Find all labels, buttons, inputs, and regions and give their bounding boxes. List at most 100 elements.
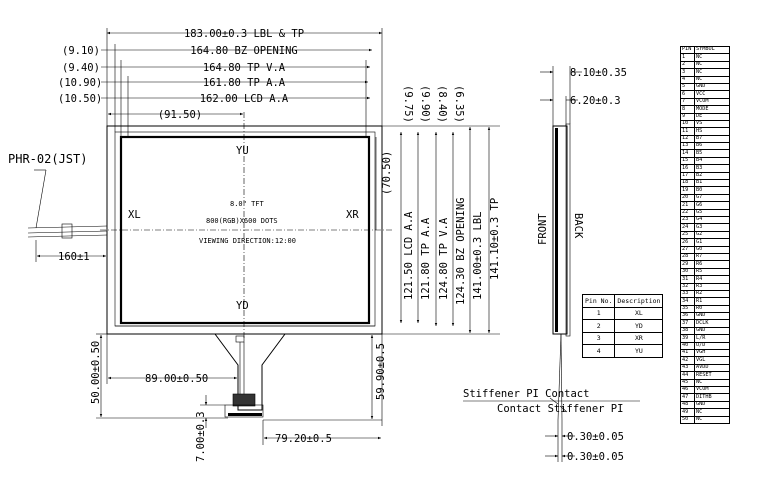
dim-fpc-tail: 7.00±0.3: [195, 411, 207, 462]
pin-number: 9: [680, 112, 695, 121]
pin-number: 45: [680, 378, 695, 387]
pin-number: 31: [680, 275, 695, 284]
pin-number: 19: [680, 186, 695, 195]
pin-symbol: G0: [694, 245, 730, 254]
pin-symbol: B1: [694, 179, 730, 188]
dim-top-lbl-tp: 183.00±0.3 LBL & TP: [184, 28, 304, 40]
dim-ref-635: (6.35): [453, 85, 465, 123]
pin-symbol: B5: [694, 149, 730, 158]
sig-header-desc: Description: [614, 294, 664, 308]
pin-symbol: R6: [694, 260, 730, 269]
dim-lcd-aa: 162.00 LCD A.A: [200, 93, 289, 105]
pin-symbol: R5: [694, 267, 730, 277]
pin-symbol: DCLK: [694, 319, 730, 328]
side-view: 8.10±0.35 6.20±0.3 FRONT BACK Stiffener …: [463, 66, 640, 463]
top-dimensions: 183.00±0.3 LBL & TP (9.10) 164.80 BZ OPE…: [58, 28, 383, 137]
pin-number: 34: [680, 297, 695, 306]
right-dimensions: (9.75) (9.90) (8.40) (6.35) (70.50) 121.…: [375, 85, 501, 335]
pin-symbol: G4: [694, 215, 730, 225]
dim-ref-7050: (70.50): [381, 151, 393, 195]
pin-number: 37: [680, 319, 695, 328]
pin-number: 22: [680, 208, 695, 218]
pin-number: 36: [680, 312, 695, 321]
pin-number: 35: [680, 304, 695, 314]
dim-thick-body: 6.20±0.3: [570, 95, 621, 107]
dim-v-lcd-aa: 121.50 LCD A.A: [403, 211, 415, 300]
table-row: 1 XL: [581, 306, 664, 320]
pin-number: 11: [680, 127, 695, 136]
pin-number: 28: [680, 252, 695, 262]
dim-fpc-height: 50.00±0.50: [90, 341, 102, 404]
dim-v-tp: 141.10±0.3 TP: [489, 198, 501, 280]
pin-symbol: G1: [694, 238, 730, 247]
pin-header-pin: PIN: [680, 45, 695, 55]
pin-number: 10: [680, 119, 695, 129]
pin-symbol: NC: [694, 53, 730, 62]
pin-symbol: B7: [694, 134, 730, 144]
pin-symbol: G7: [694, 193, 730, 203]
dim-thick-total: 8.10±0.35: [570, 67, 627, 79]
pin-symbol: B4: [694, 156, 730, 166]
dim-bz-open: 164.80 BZ OPENING: [190, 45, 297, 57]
dim-ref-840: (8.40): [436, 85, 448, 123]
pin-number: 50: [680, 415, 695, 424]
dim-tp-va: 164.80 TP V.A: [203, 62, 286, 74]
label-xr: XR: [346, 209, 359, 221]
pin-number: 12: [680, 134, 695, 144]
pin-number: 23: [680, 215, 695, 225]
pin-symbol: GND: [694, 400, 730, 410]
label-front: FRONT: [537, 213, 549, 245]
pin-number: 4: [680, 75, 695, 84]
dim-fpc-pos: 79.20±0.5: [275, 433, 332, 445]
pin-symbol: R3: [694, 282, 730, 291]
pin-number: 27: [680, 245, 695, 254]
pin-number: 5: [680, 82, 695, 92]
pin-symbol: G5: [694, 208, 730, 218]
pin-symbol: R4: [694, 275, 730, 284]
dim-fpc-width: 59.90±0.5: [375, 343, 387, 400]
dim-fpc-offset: 89.00±0.50: [145, 373, 208, 385]
sig-header-pin: Pin No.: [581, 294, 616, 308]
dim-ref-990: (9.90): [419, 85, 431, 123]
pin-symbol: U/D: [694, 341, 730, 351]
pin-number: 20: [680, 193, 695, 203]
pin-number: 47: [680, 393, 695, 402]
dim-tp-va-ref: (9.40): [62, 62, 100, 74]
pin-symbol: NC: [694, 68, 730, 77]
label-xl: XL: [128, 209, 141, 221]
pin-number: 16: [680, 164, 695, 173]
pin-number: 26: [680, 238, 695, 247]
label-panel-size: 8.0" TFT: [230, 200, 265, 208]
label-viewing: VIEWING DIRECTION:12:00: [199, 237, 296, 245]
label-stiffener-contact: Stiffener PI Contact: [463, 388, 589, 400]
pin-symbol: GND: [694, 82, 730, 92]
